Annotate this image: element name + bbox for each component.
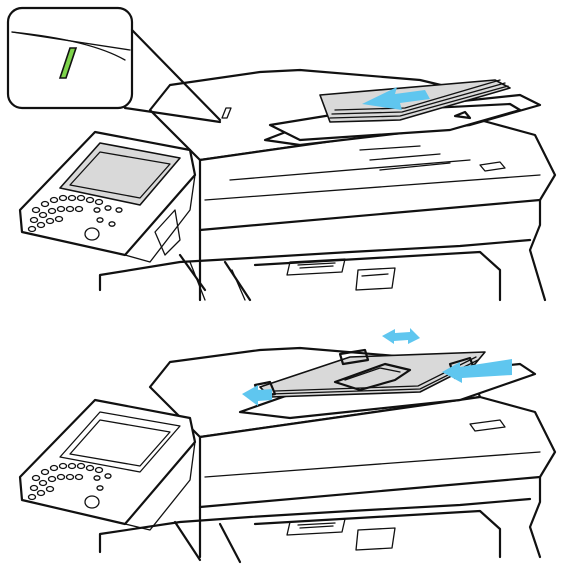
- figure-panel-load-originals: [0, 0, 563, 305]
- printer-illustration-bottom: [0, 312, 563, 567]
- control-panel-2: [20, 400, 195, 530]
- figure-panel-adjust-guides: [0, 312, 563, 567]
- guide-adjust-arrow-top: [382, 328, 420, 344]
- printer-illustration-top: [0, 0, 563, 305]
- control-panel: [20, 132, 195, 262]
